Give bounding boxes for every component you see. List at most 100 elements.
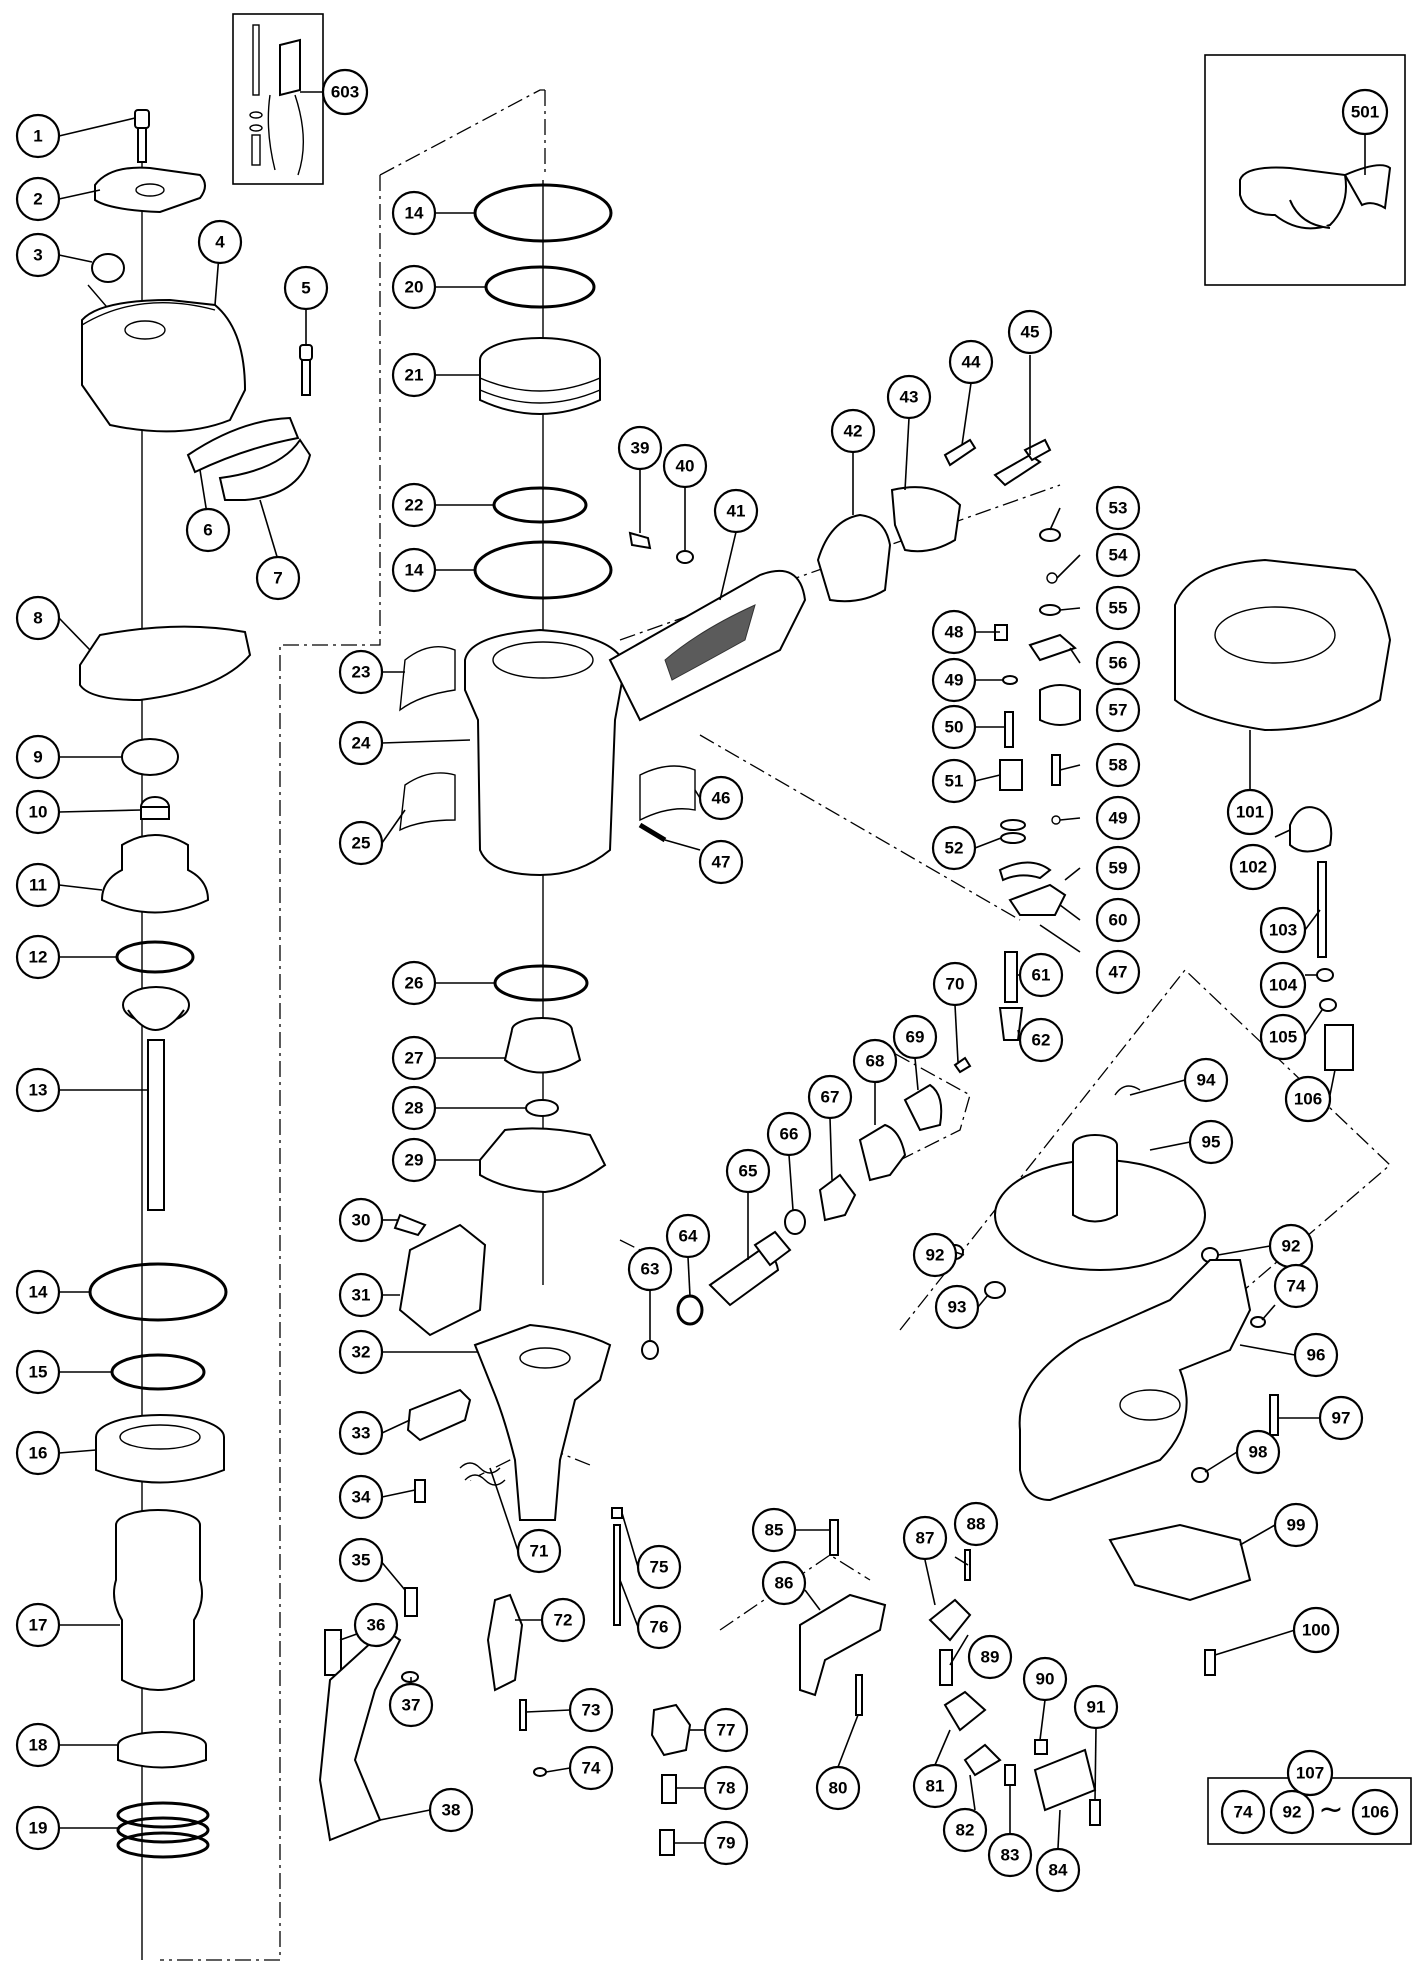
svg-text:603: 603 [331, 83, 359, 102]
callout-53: 53 [1095, 485, 1141, 531]
callout-72: 72 [540, 1597, 586, 1643]
callout-102: 102 [1229, 843, 1277, 891]
svg-text:17: 17 [29, 1616, 48, 1635]
callout-30: 30 [338, 1197, 384, 1243]
callout-9: 9 [15, 734, 61, 780]
svg-text:6: 6 [203, 521, 212, 540]
svg-text:23: 23 [352, 663, 371, 682]
svg-text:68: 68 [866, 1052, 885, 1071]
svg-text:41: 41 [727, 502, 746, 521]
callout-29: 29 [391, 1137, 437, 1183]
svg-text:66: 66 [780, 1125, 799, 1144]
callout-85: 85 [751, 1507, 797, 1553]
svg-text:24: 24 [352, 734, 371, 753]
callout-98: 98 [1235, 1429, 1281, 1475]
svg-text:60: 60 [1109, 911, 1128, 930]
callout-34: 34 [338, 1474, 384, 1520]
svg-text:38: 38 [442, 1801, 461, 1820]
callout-92b: 92 [1268, 1223, 1314, 1269]
callout-69: 69 [892, 1014, 938, 1060]
svg-text:79: 79 [717, 1834, 736, 1853]
svg-text:1: 1 [33, 127, 42, 146]
svg-text:501: 501 [1351, 103, 1379, 122]
svg-text:27: 27 [405, 1049, 424, 1068]
callout-25: 25 [338, 820, 384, 866]
svg-text:7: 7 [273, 569, 282, 588]
callout-47b: 47 [1095, 949, 1141, 995]
callout-16: 16 [15, 1430, 61, 1476]
callout-93: 93 [934, 1284, 980, 1330]
callout-68: 68 [852, 1038, 898, 1084]
callout-603: 603 [321, 68, 369, 116]
svg-text:73: 73 [582, 1701, 601, 1720]
svg-text:20: 20 [405, 278, 424, 297]
callout-67: 67 [807, 1074, 853, 1120]
callout-104: 104 [1259, 961, 1307, 1009]
svg-text:92: 92 [1282, 1237, 1301, 1256]
svg-text:78: 78 [717, 1779, 736, 1798]
callout-44: 44 [948, 339, 994, 385]
callout-75: 75 [636, 1544, 682, 1590]
svg-text:22: 22 [405, 496, 424, 515]
svg-text:80: 80 [829, 1779, 848, 1798]
callout-23: 23 [338, 649, 384, 695]
svg-text:53: 53 [1109, 499, 1128, 518]
svg-text:55: 55 [1109, 599, 1128, 618]
svg-text:14: 14 [29, 1283, 48, 1302]
svg-text:51: 51 [945, 772, 964, 791]
svg-text:2: 2 [33, 190, 42, 209]
svg-text:84: 84 [1049, 1861, 1068, 1880]
svg-text:75: 75 [650, 1558, 669, 1577]
callout-47a: 47 [698, 839, 744, 885]
callout-501: 501 [1341, 88, 1389, 136]
svg-text:14: 14 [405, 561, 424, 580]
svg-text:49: 49 [945, 671, 964, 690]
svg-text:3: 3 [33, 246, 42, 265]
callout-1: 1 [15, 113, 61, 159]
callout-83: 83 [987, 1832, 1033, 1878]
callout-92a: 92 [912, 1232, 958, 1278]
callout-88: 88 [953, 1501, 999, 1547]
callout-26: 26 [391, 960, 437, 1006]
svg-text:67: 67 [821, 1088, 840, 1107]
svg-text:69: 69 [906, 1028, 925, 1047]
callout-46: 46 [698, 775, 744, 821]
svg-text:74: 74 [582, 1759, 601, 1778]
svg-text:40: 40 [676, 457, 695, 476]
svg-text:92: 92 [1283, 1803, 1302, 1822]
callout-57: 57 [1095, 687, 1141, 733]
callout-22: 22 [391, 482, 437, 528]
svg-text:36: 36 [367, 1616, 386, 1635]
svg-text:45: 45 [1021, 323, 1040, 342]
callout-79: 79 [703, 1820, 749, 1866]
callout-77: 77 [703, 1707, 749, 1753]
callout-76: 76 [636, 1604, 682, 1650]
callout-11: 11 [15, 862, 61, 908]
callout-58: 58 [1095, 742, 1141, 788]
callout-61: 61 [1018, 952, 1064, 998]
svg-text:10: 10 [29, 803, 48, 822]
svg-text:98: 98 [1249, 1443, 1268, 1462]
callout-78: 78 [703, 1765, 749, 1811]
callout-36: 36 [353, 1602, 399, 1648]
svg-text:11: 11 [29, 876, 47, 895]
svg-text:9: 9 [33, 748, 42, 767]
svg-text:49: 49 [1109, 809, 1128, 828]
svg-text:43: 43 [900, 388, 919, 407]
svg-text:30: 30 [352, 1211, 371, 1230]
svg-text:65: 65 [739, 1162, 758, 1181]
svg-text:85: 85 [765, 1521, 784, 1540]
svg-text:94: 94 [1197, 1071, 1216, 1090]
callout-48: 48 [931, 609, 977, 655]
inset-603-parts [249, 24, 304, 176]
svg-text:82: 82 [956, 1821, 975, 1840]
svg-text:58: 58 [1109, 756, 1128, 775]
svg-text:90: 90 [1036, 1670, 1055, 1689]
callout-49a: 49 [931, 657, 977, 703]
callout-18: 18 [15, 1722, 61, 1768]
svg-text:56: 56 [1109, 654, 1128, 673]
svg-text:64: 64 [679, 1227, 698, 1246]
callout-27: 27 [391, 1035, 437, 1081]
svg-text:39: 39 [631, 439, 650, 458]
callout-35: 35 [338, 1537, 384, 1583]
